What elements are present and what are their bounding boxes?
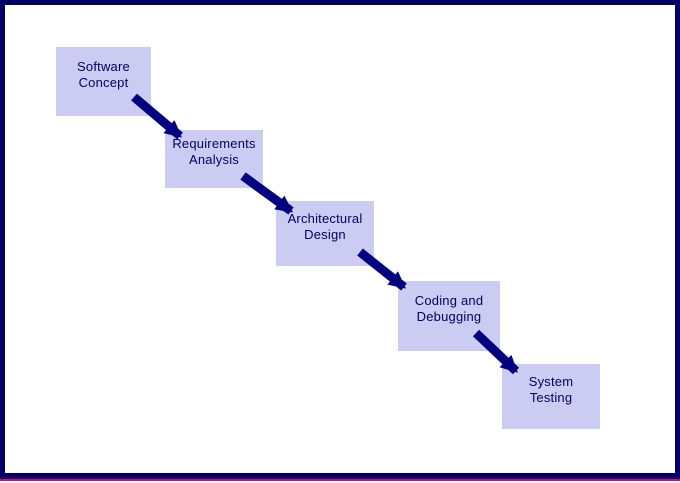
flow-box-label: Software Concept: [77, 58, 130, 90]
flow-box-architectural-design: Architectural Design: [276, 201, 374, 266]
bottom-accent-line: [0, 479, 680, 481]
flow-box-system-testing: System Testing: [502, 364, 600, 429]
flow-box-requirements-analysis: Requirements Analysis: [165, 130, 263, 188]
flow-box-label: System Testing: [528, 373, 574, 405]
flow-box-label: Coding and Debugging: [414, 293, 484, 324]
flow-box-label: Requirements Analysis: [172, 136, 256, 167]
flow-box-coding-and-debugging: Coding and Debugging: [398, 281, 500, 351]
flow-box-label: Architectural Design: [287, 210, 363, 242]
flow-box-software-concept: Software Concept: [56, 47, 151, 116]
